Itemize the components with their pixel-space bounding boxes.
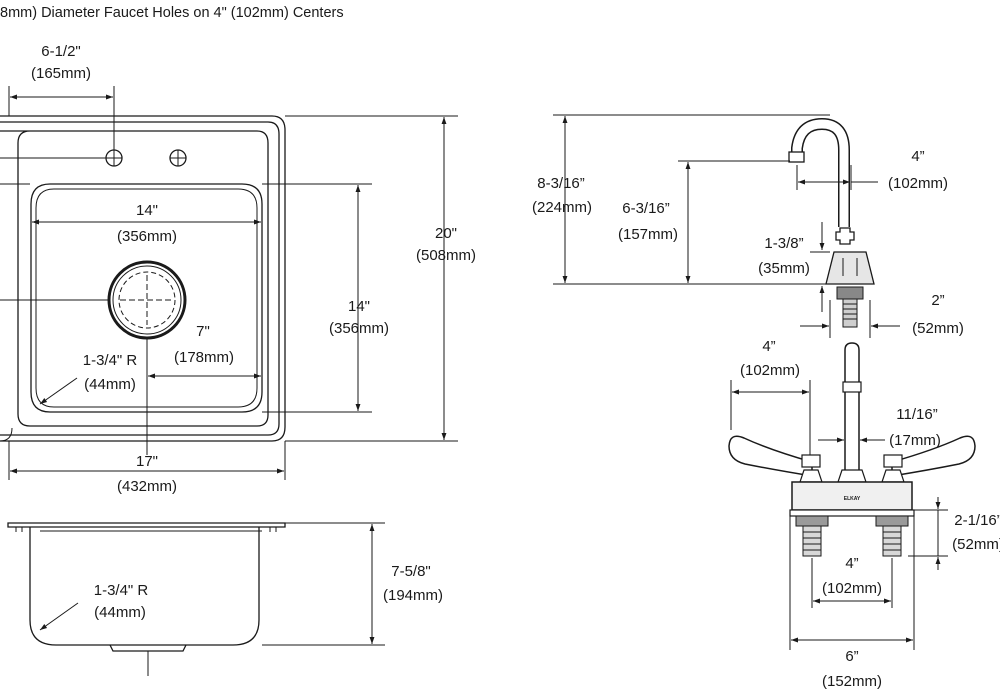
shank-left [795, 515, 829, 557]
drain-offset-imperial: 7" [196, 323, 210, 340]
hole-offset-imperial: 6-1/2" [41, 43, 81, 60]
shank-height-imperial: 2-1/16” [954, 512, 1000, 529]
faucet-height-imperial: 8-3/16” [537, 175, 585, 192]
sink-side-bowl [29, 527, 260, 646]
shank-centers-metric: (102mm) [822, 580, 882, 597]
faucet-aerator [788, 151, 805, 163]
faucet-hole-left [105, 149, 123, 167]
faucet-gooseneck-outline [791, 117, 850, 227]
drain-offset-metric: (178mm) [174, 349, 234, 366]
handle-length-metric: (102mm) [740, 362, 800, 379]
base-length-metric: (152mm) [822, 673, 882, 690]
sink-bowl [30, 183, 263, 413]
drain-outlet [107, 260, 187, 340]
sink-rim-inner-edge [0, 121, 280, 436]
handle-length-imperial: 4” [762, 338, 775, 355]
bowl-length-metric: (356mm) [329, 320, 389, 337]
sink-side-view: 7-5/8" (194mm) 1-3/4" R (44mm) [7, 522, 443, 676]
sink-top-view: 6-1/2" (165mm) 20" (508mm) 14" (356mm) 1… [0, 43, 476, 495]
base-width-metric: (52mm) [912, 320, 964, 337]
spout-diameter-metric: (17mm) [889, 432, 941, 449]
spout-height-metric: (157mm) [618, 226, 678, 243]
spout-reach-imperial: 4” [911, 148, 924, 165]
overall-width-metric: (432mm) [117, 478, 177, 495]
faucet-front-view: ELKAY 4” (1 [728, 338, 1000, 690]
overall-length-imperial: 20" [435, 225, 457, 242]
spout-reach-metric: (102mm) [888, 175, 948, 192]
brand-mark: ELKAY [844, 496, 861, 502]
overall-length-metric: (508mm) [416, 247, 476, 264]
sink-outer-rim [0, 115, 286, 442]
bowl-width-imperial: 14" [136, 202, 158, 219]
shank-height-metric: (52mm) [952, 536, 1000, 553]
base-length-imperial: 6” [845, 648, 858, 665]
sink-deck-edge [0, 130, 269, 427]
base-height-metric: (35mm) [758, 260, 810, 277]
shank-centers-imperial: 4” [845, 555, 858, 572]
overall-width-imperial: 17" [136, 453, 158, 470]
corner-radius-metric: (44mm) [84, 376, 136, 393]
hole-offset-metric: (165mm) [31, 65, 91, 82]
shank-right [875, 515, 909, 557]
bowl-length-imperial: 14" [348, 298, 370, 315]
leader-corner-radius [39, 377, 78, 405]
faucet-height-metric: (224mm) [532, 199, 592, 216]
leader-side-corner-radius [39, 602, 79, 631]
side-corner-radius-imperial: 1-3/4" R [94, 582, 149, 599]
faucet-side-view: 8-3/16” (224mm) 6-3/16” (157mm) 4” (102m… [532, 114, 964, 338]
header-note: 8mm) Diameter Faucet Holes on 4" (102mm)… [0, 5, 344, 21]
faucet-side-body [825, 251, 875, 285]
sink-depth-metric: (194mm) [383, 587, 443, 604]
sink-depth-imperial: 7-5/8" [391, 563, 431, 580]
faucet-hole-right [169, 149, 187, 167]
side-corner-radius-metric: (44mm) [94, 604, 146, 621]
base-width-imperial: 2” [931, 292, 944, 309]
wrist-blade-handle-left [728, 435, 813, 477]
wrist-blade-handle-right [891, 435, 976, 477]
base-height-imperial: 1-3/8” [764, 235, 803, 252]
sink-side-drain [109, 644, 187, 652]
bowl-width-metric: (356mm) [117, 228, 177, 245]
spout-diameter-imperial: 11/16” [896, 406, 937, 423]
faucet-front-spout [844, 342, 860, 483]
corner-radius-imperial: 1-3/4" R [83, 352, 138, 369]
spout-height-imperial: 6-3/16” [622, 200, 670, 217]
sink-side-rim [7, 522, 286, 528]
